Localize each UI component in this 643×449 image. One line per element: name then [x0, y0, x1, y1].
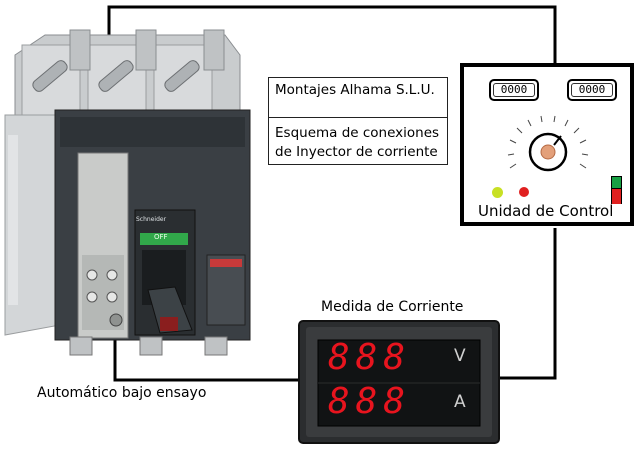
- control-toggle-switch[interactable]: [611, 176, 622, 204]
- breaker-brand-label: Schneider: [136, 216, 167, 223]
- circuit-breaker: [4, 29, 251, 356]
- company-name: Montajes Alhama S.L.U.: [275, 82, 435, 98]
- wire-top: [107, 5, 557, 65]
- control-unit: 0000 0000 Unidad de Control: [460, 63, 634, 226]
- led-red-icon: [519, 187, 529, 197]
- control-knob[interactable]: [506, 112, 590, 182]
- control-display-right: 0000: [567, 79, 617, 101]
- title-box: Montajes Alhama S.L.U. Esquema de conexi…: [268, 77, 448, 165]
- meter-voltage-digits: 888: [328, 337, 412, 378]
- breaker-terminals: [14, 29, 241, 118]
- meter-voltage-unit: V: [454, 346, 466, 366]
- breaker-label: Automático bajo ensayo: [37, 385, 207, 401]
- control-unit-label: Unidad de Control: [478, 202, 614, 220]
- control-display-left: 0000: [489, 79, 539, 101]
- diagram-subtitle-line2: de Inyector de corriente: [275, 144, 438, 160]
- meter-current-unit: A: [454, 392, 466, 412]
- wire-right-bottom: [496, 228, 557, 380]
- wire-left-bottom: [113, 338, 300, 382]
- title-box-header: Montajes Alhama S.L.U.: [269, 78, 447, 118]
- diagram-subtitle-line1: Esquema de conexiones: [275, 125, 440, 141]
- meter-label: Medida de Corriente: [321, 299, 464, 315]
- led-green-icon: [492, 187, 503, 198]
- breaker-off-label: OFF: [154, 233, 168, 241]
- current-meter: [298, 320, 500, 444]
- meter-current-digits: 888: [328, 381, 412, 422]
